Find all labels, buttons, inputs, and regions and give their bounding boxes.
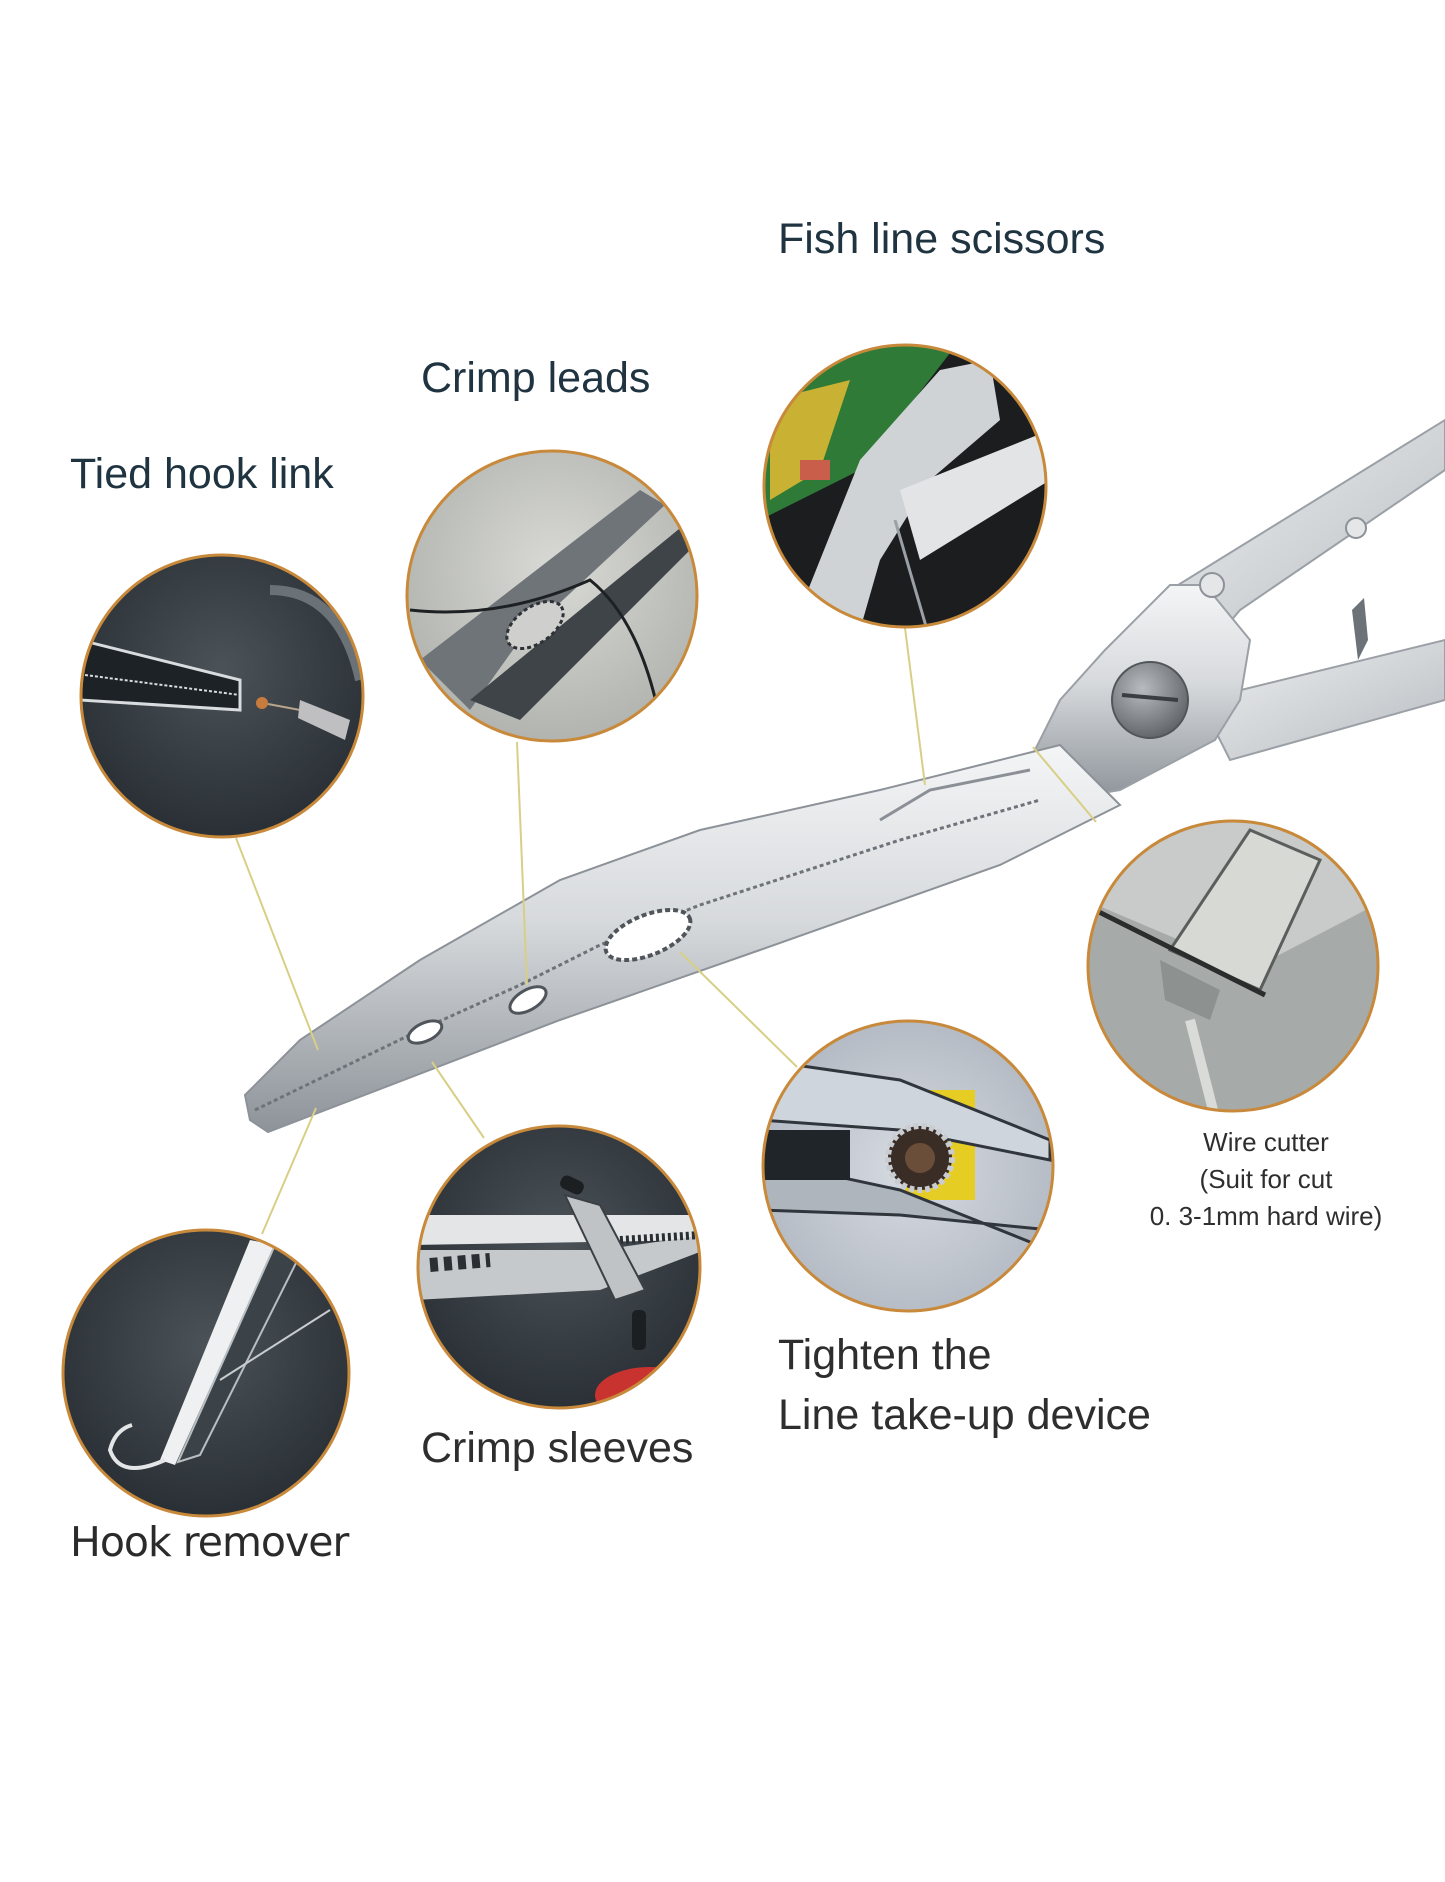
leader-line-crimp-sleeves	[431, 1061, 485, 1139]
callout-circle-crimp-sleeves	[416, 1124, 702, 1410]
label-tied-hook-link: Tied hook link	[70, 450, 334, 498]
leader-line-crimp-leads	[516, 741, 528, 986]
label-wire-cutter: Wire cutter (Suit for cut 0. 3-1mm hard …	[1116, 1124, 1416, 1235]
callout-circle-wire-cutter	[1086, 819, 1380, 1113]
callout-circle-fish-line-scissors	[762, 343, 1048, 629]
label-fish-line-scissors: Fish line scissors	[778, 215, 1106, 263]
callout-circle-crimp-leads	[405, 449, 699, 743]
label-line-take-up-line-2: Line take-up device	[778, 1391, 1151, 1439]
label-crimp-leads: Crimp leads	[421, 354, 651, 402]
leader-line-wire-cutter	[1032, 746, 1097, 823]
label-wire-cutter-line-3: 0. 3-1mm hard wire)	[1149, 1201, 1383, 1231]
leader-line-hook-remover	[261, 1107, 317, 1235]
pliers-body	[243, 418, 1445, 1134]
leader-line-line-take-up	[679, 951, 798, 1068]
callout-circle-hook-remover	[61, 1228, 351, 1518]
callout-circle-tied-hook-link	[79, 553, 365, 839]
label-crimp-sleeves: Crimp sleeves	[421, 1424, 694, 1472]
callout-circle-line-take-up	[761, 1019, 1055, 1313]
leader-line-tied-hook-link	[235, 837, 319, 1051]
label-hook-remover: Hook remover	[70, 1518, 349, 1566]
label-line-take-up: Tighten the Line take-up device	[778, 1325, 1151, 1445]
label-wire-cutter-line-2: (Suit for cut	[1199, 1164, 1333, 1194]
leader-lines	[235, 627, 1097, 1235]
leader-line-fish-line-scissors	[904, 627, 926, 786]
label-line-take-up-line-1: Tighten the	[778, 1331, 992, 1379]
label-wire-cutter-line-1: Wire cutter	[1203, 1127, 1329, 1157]
